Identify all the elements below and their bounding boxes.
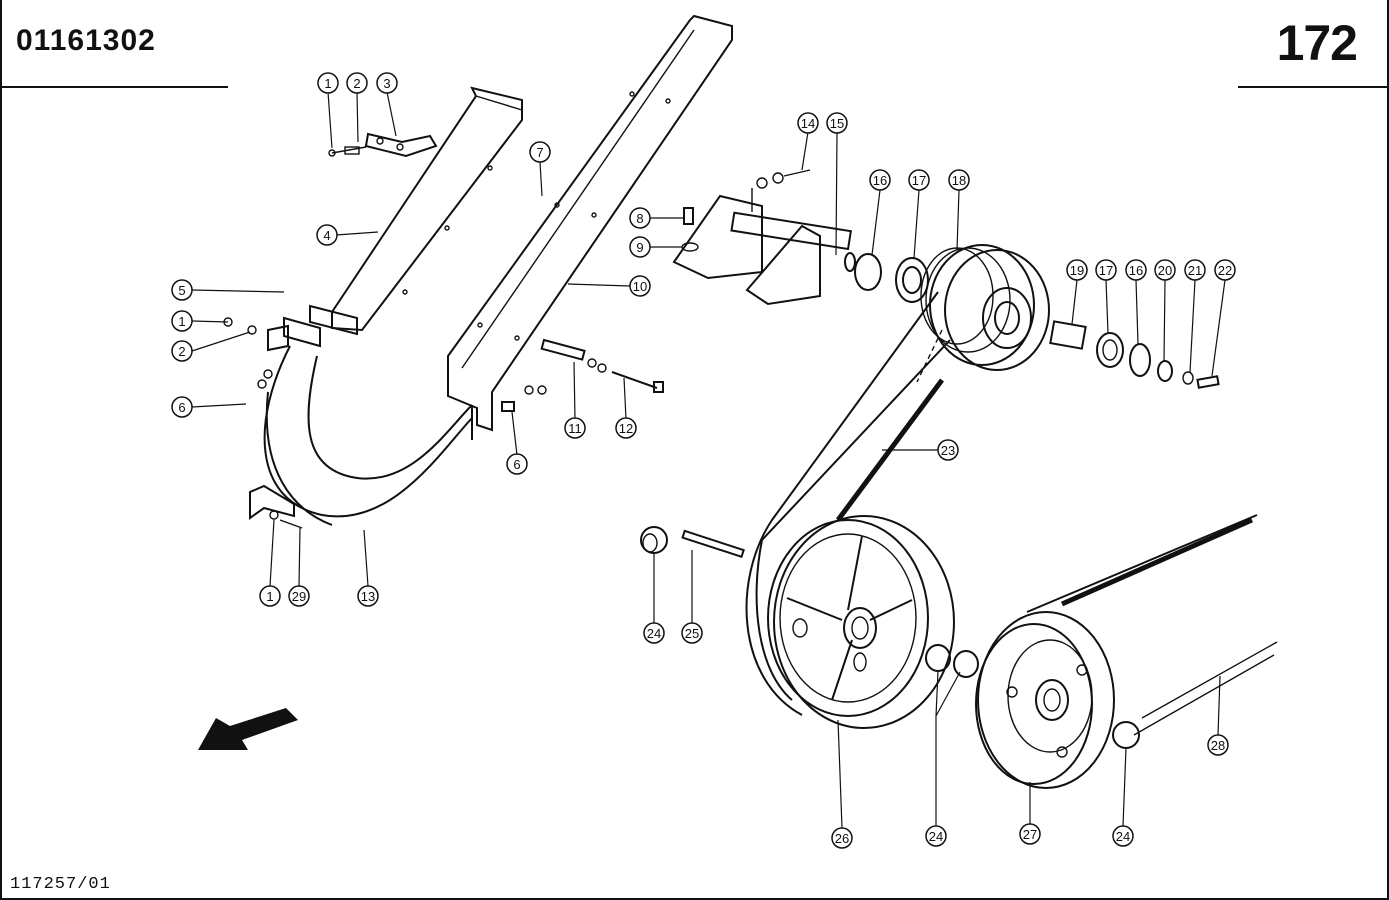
callout-label: 16 — [873, 173, 887, 188]
callout-label: 2 — [353, 76, 360, 91]
callout-label: 22 — [1218, 263, 1232, 278]
callout-label: 24 — [1116, 829, 1130, 844]
callout-22: 22 — [1214, 259, 1236, 281]
callout-1: 1 — [171, 310, 193, 332]
callout-label: 29 — [292, 589, 306, 604]
callout-23: 23 — [937, 439, 959, 461]
header-rule-left — [2, 86, 228, 88]
callout-13: 13 — [357, 585, 379, 607]
callout-label: 23 — [941, 443, 955, 458]
pin-and-bolt-parts — [501, 338, 664, 412]
callout-label: 11 — [568, 421, 582, 436]
curved-guard-part — [223, 316, 473, 529]
callout-20: 20 — [1154, 259, 1176, 281]
callout-label: 21 — [1188, 263, 1202, 278]
drawing-reference: 117257/01 — [10, 875, 111, 894]
callout-17: 17 — [908, 169, 930, 191]
callout-label: 26 — [835, 831, 849, 846]
callout-8: 8 — [629, 207, 651, 229]
callout-11: 11 — [564, 417, 586, 439]
callout-15: 15 — [826, 112, 848, 134]
callout-29: 29 — [288, 585, 310, 607]
callout-label: 17 — [1099, 263, 1113, 278]
lower-pulley-part — [975, 514, 1278, 789]
long-channel-part — [447, 14, 733, 432]
callout-6: 6 — [506, 453, 528, 475]
callout-25: 25 — [681, 622, 703, 644]
callout-label: 18 — [952, 173, 966, 188]
callout-7: 7 — [529, 141, 551, 163]
callout-label: 14 — [801, 116, 815, 131]
callout-label: 7 — [536, 145, 543, 160]
callout-label: 1 — [324, 76, 331, 91]
bracket-part — [328, 132, 438, 158]
callout-1: 1 — [259, 585, 281, 607]
callout-label: 27 — [1023, 827, 1037, 842]
callout-2: 2 — [171, 340, 193, 362]
page-number: 172 — [1276, 15, 1358, 71]
large-pulley-part — [767, 515, 955, 729]
callout-label: 16 — [1129, 263, 1143, 278]
callout-label: 1 — [178, 314, 185, 329]
callout-2: 2 — [346, 72, 368, 94]
diagram-code: 01161302 — [16, 24, 156, 57]
callout-label: 28 — [1211, 738, 1225, 753]
callout-label: 12 — [619, 421, 633, 436]
callout-26: 26 — [831, 827, 853, 849]
callout-24: 24 — [1112, 825, 1134, 847]
direction-arrow-icon — [198, 708, 298, 750]
callout-17: 17 — [1095, 259, 1117, 281]
callout-label: 24 — [647, 626, 661, 641]
upper-shield-part — [309, 86, 523, 336]
callout-19: 19 — [1066, 259, 1088, 281]
callout-label: 2 — [178, 344, 185, 359]
callout-1: 1 — [317, 72, 339, 94]
callout-5: 5 — [171, 279, 193, 301]
callout-label: 4 — [323, 228, 330, 243]
right-hub-parts — [1049, 320, 1220, 389]
collars-and-key-parts — [640, 526, 1140, 749]
callout-label: 8 — [636, 211, 643, 226]
callout-3: 3 — [376, 72, 398, 94]
header-rule-right — [1238, 86, 1389, 88]
callout-21: 21 — [1184, 259, 1206, 281]
callout-label: 6 — [178, 400, 185, 415]
callout-12: 12 — [615, 417, 637, 439]
callout-label: 9 — [636, 240, 643, 255]
callout-label: 5 — [178, 283, 185, 298]
callout-4: 4 — [316, 224, 338, 246]
callout-18: 18 — [948, 169, 970, 191]
callout-14: 14 — [797, 112, 819, 134]
shaft-bracket-part — [672, 169, 856, 306]
callout-16: 16 — [1125, 259, 1147, 281]
callout-label: 10 — [633, 279, 647, 294]
callout-label: 15 — [830, 116, 844, 131]
callout-label: 25 — [685, 626, 699, 641]
callout-label: 20 — [1158, 263, 1172, 278]
callout-24: 24 — [643, 622, 665, 644]
callout-label: 3 — [383, 76, 390, 91]
leader-lines — [191, 91, 1226, 829]
callout-label: 6 — [513, 457, 520, 472]
callout-16: 16 — [869, 169, 891, 191]
callout-9: 9 — [629, 236, 651, 258]
callout-label: 19 — [1070, 263, 1084, 278]
callout-6: 6 — [171, 396, 193, 418]
upper-pulley-part — [854, 244, 1050, 371]
callout-27: 27 — [1019, 823, 1041, 845]
callout-label: 17 — [912, 173, 926, 188]
callout-label: 13 — [361, 589, 375, 604]
callout-label: 24 — [929, 829, 943, 844]
callout-label: 1 — [266, 589, 273, 604]
callout-24: 24 — [925, 825, 947, 847]
callout-28: 28 — [1207, 734, 1229, 756]
callout-10: 10 — [629, 275, 651, 297]
